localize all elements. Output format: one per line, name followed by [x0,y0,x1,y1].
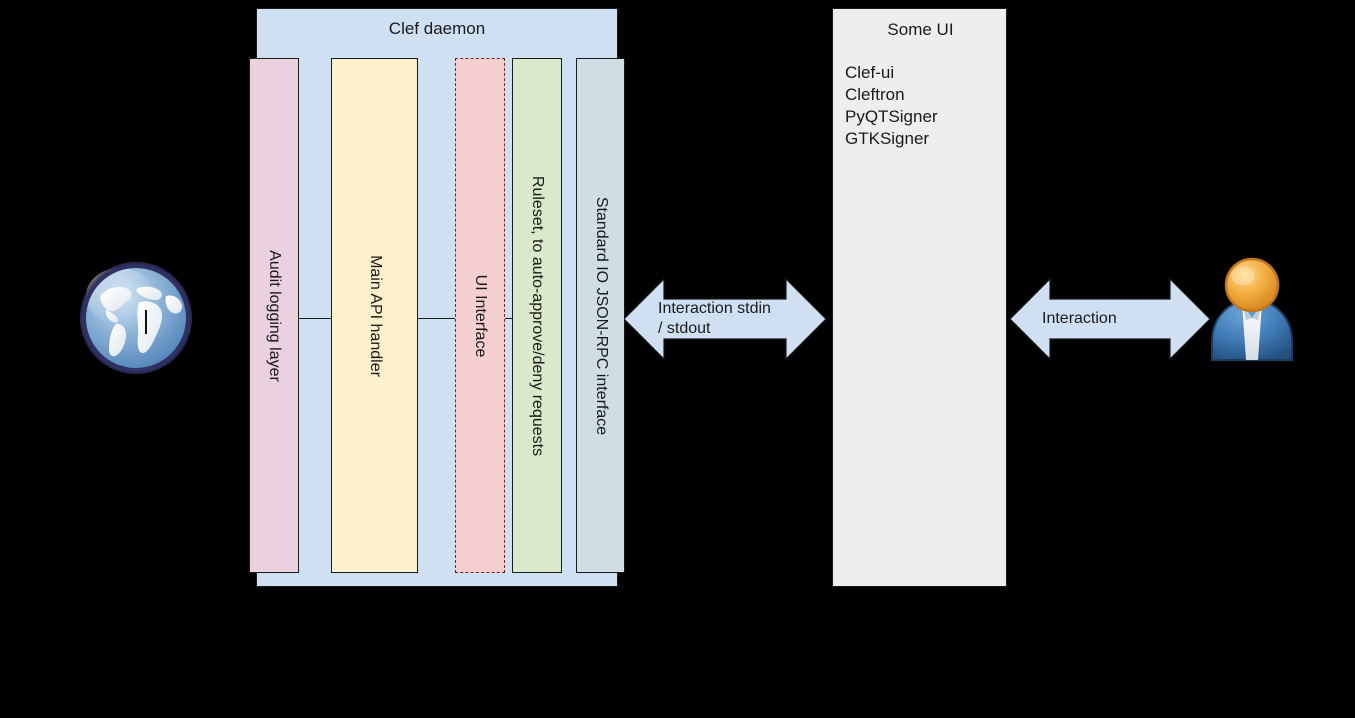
connector-ui-to-ruleset [504,318,513,319]
column-standard-io-jsonrpc: Standard IO JSON-RPC interface [576,58,625,573]
some-ui-title: Some UI [887,20,954,39]
column-main-api-handler: Main API handler [331,58,418,573]
column-label-audit: Audit logging layer [266,249,283,382]
clef-daemon-container [256,8,618,587]
user-icon [1206,256,1298,366]
globe-icon [76,258,196,378]
column-ui-interface: UI Interface [455,58,505,573]
connector-audit-to-api [298,318,332,319]
stdio-arrow-shape [624,278,826,360]
column-label-standard-io: Standard IO JSON-RPC interface [592,196,610,435]
interaction-arrow: Interaction [1010,278,1210,360]
some-ui-list: Clef-ui Cleftron PyQTSigner GTKSigner [845,62,938,150]
column-label-ui-interface: UI Interface [472,274,489,357]
list-item: PyQTSigner [845,107,938,126]
interaction-arrow-shape [1010,278,1210,360]
list-item: GTKSigner [845,129,930,148]
list-item: Cleftron [845,85,905,104]
clef-daemon-title: Clef daemon [388,19,486,38]
stdio-arrow: Interaction stdin / stdout [624,278,826,360]
list-item: Clef-ui [845,63,895,82]
column-label-api: Main API handler [366,254,384,377]
some-ui-container: Some UI Clef-ui Cleftron PyQTSigner GTKS… [832,8,1007,587]
column-audit-logging-layer: Audit logging layer [249,58,299,573]
column-ruleset: Ruleset, to auto-approve/deny requests [512,58,562,573]
column-label-ruleset: Ruleset, to auto-approve/deny requests [529,175,546,456]
connector-api-to-ui [417,318,456,319]
